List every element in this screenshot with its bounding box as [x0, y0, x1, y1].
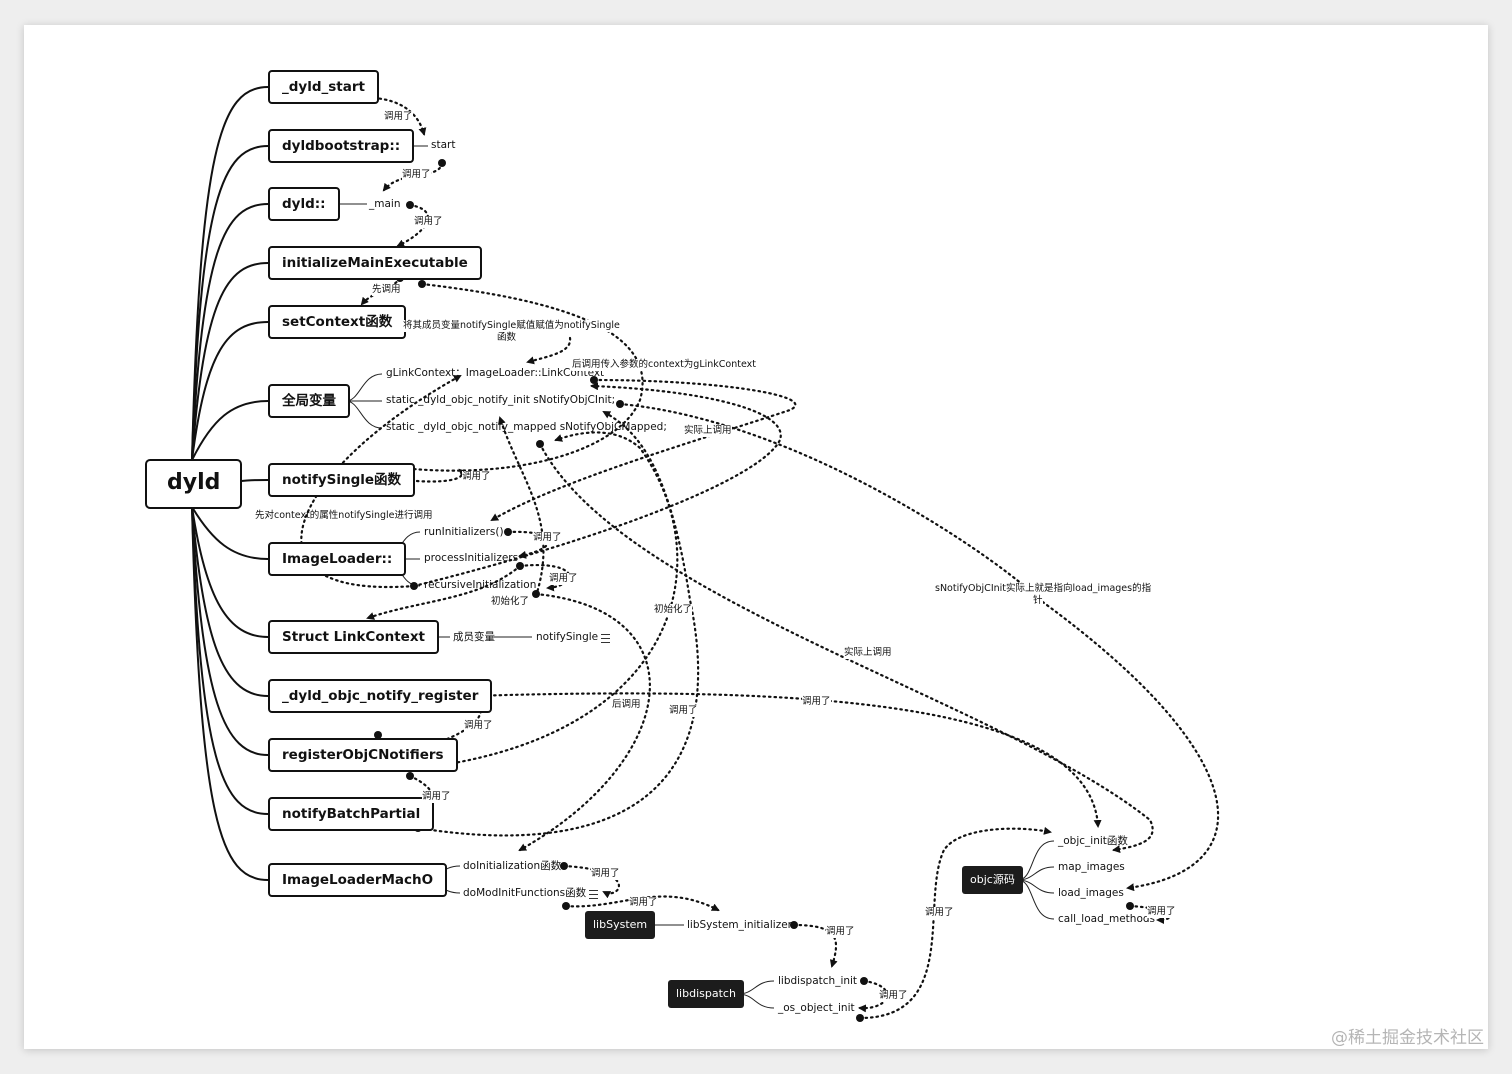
relation-label: 调用了: [422, 791, 451, 803]
topic-main[interactable]: _main: [369, 198, 401, 210]
node-notify-single[interactable]: notifySingle函数: [268, 463, 416, 497]
relation-label: 实际上调用: [684, 425, 732, 437]
topic-do-mod-init-functions[interactable]: doModInitFunctions函数: [463, 887, 587, 899]
node-dyld-objc-notify-register[interactable]: _dyld_objc_notify_register: [268, 679, 493, 713]
node-global-variables[interactable]: 全局变量: [268, 384, 350, 418]
relation-label: 实际上调用: [844, 647, 892, 659]
relation-label: 先调用: [372, 284, 401, 296]
topic-objc-init[interactable]: _objc_init函数: [1058, 835, 1128, 847]
topic-os-object-init[interactable]: _os_object_init: [778, 1002, 855, 1014]
relation-label: 调用了: [402, 169, 431, 181]
relation-label: 函数: [497, 332, 517, 344]
topic-notify-single-member[interactable]: notifySingle: [536, 631, 599, 643]
topic-glinkcontext[interactable]: gLinkContext：ImageLoader::LinkContext: [386, 367, 605, 379]
relation-label: 调用了: [462, 471, 491, 483]
node-image-loader-macho[interactable]: ImageLoaderMachO: [268, 863, 448, 897]
topic-libsystem-initializer[interactable]: libSystem_initializer: [687, 919, 792, 931]
relation-label: 先对context的属性notifySingle进行调用: [255, 510, 433, 521]
node-objc-source[interactable]: objc源码: [962, 866, 1023, 894]
relation-label: 调用了: [464, 720, 493, 732]
relation-label: 调用了: [533, 532, 562, 544]
relation-label: 调用了: [669, 705, 698, 717]
topic-start[interactable]: start: [431, 139, 456, 151]
relation-label: 初始化了: [654, 604, 693, 616]
relation-label: 调用了: [879, 990, 908, 1002]
relation-label: 后调用传入参数的context为gLinkContext: [572, 359, 757, 371]
root-node-dyld[interactable]: dyld: [145, 459, 243, 509]
relation-label: 调用了: [1147, 906, 1176, 918]
node-image-loader[interactable]: ImageLoader::: [268, 542, 407, 576]
node-dyld-namespace[interactable]: dyld::: [268, 187, 340, 221]
relation-label: 调用了: [384, 111, 413, 123]
topic-run-initializers[interactable]: runInitializers(): [424, 526, 504, 538]
node-libsystem[interactable]: libSystem: [585, 911, 656, 939]
relation-label: 后调用: [612, 699, 641, 711]
node-set-context[interactable]: setContext函数: [268, 305, 407, 339]
topic-call-load-methods[interactable]: call_load_methods: [1058, 913, 1156, 925]
node-initialize-main-executable[interactable]: initializeMainExecutable: [268, 246, 482, 280]
notes-icon[interactable]: [601, 634, 610, 643]
node-dyldbootstrap[interactable]: dyldbootstrap::: [268, 129, 415, 163]
relation-label: 调用了: [549, 573, 578, 585]
topic-load-images[interactable]: load_images: [1058, 887, 1124, 899]
node-notify-batch-partial[interactable]: notifyBatchPartial: [268, 797, 435, 831]
relation-label: 初始化了: [491, 596, 530, 608]
relation-label: 调用了: [591, 868, 620, 880]
topic-map-images[interactable]: map_images: [1058, 861, 1125, 873]
node-dyld-start[interactable]: _dyld_start: [268, 70, 379, 104]
node-libdispatch[interactable]: libdispatch: [668, 980, 744, 1008]
root-branches: [191, 86, 269, 881]
relation-label: 将其成员变量notifySingle赋值赋值为notifySingle: [403, 320, 620, 332]
relation-label: 针: [1033, 595, 1043, 607]
notes-icon[interactable]: [589, 890, 598, 899]
watermark: @稀土掘金技术社区: [1331, 1028, 1484, 1048]
relation-label: 调用了: [826, 926, 855, 938]
topic-process-initializers[interactable]: processInitializers: [424, 552, 519, 564]
relation-label: sNotifyObjCInit实际上就是指向load_images的指: [935, 583, 1152, 595]
node-struct-link-context[interactable]: Struct LinkContext: [268, 620, 439, 654]
node-register-objc-notifiers[interactable]: registerObjCNotifiers: [268, 738, 458, 772]
topic-do-initialization[interactable]: doInitialization函数: [463, 860, 562, 872]
topic-recursive-initialization[interactable]: recursiveInitialization: [424, 579, 537, 591]
topic-member-variable[interactable]: 成员变量: [453, 631, 495, 643]
relation-label: 调用了: [802, 696, 831, 708]
topic-libdispatch-init[interactable]: libdispatch_init: [778, 975, 858, 987]
topic-snotifyobjcmapped[interactable]: static _dyld_objc_notify_mapped sNotifyO…: [386, 421, 667, 433]
relation-label: 调用了: [925, 907, 954, 919]
relation-label: 调用了: [414, 216, 443, 228]
topic-snotifyobjcinit[interactable]: static _dyld_objc_notify_init sNotifyObj…: [386, 394, 616, 406]
relation-label: 调用了: [629, 897, 658, 909]
